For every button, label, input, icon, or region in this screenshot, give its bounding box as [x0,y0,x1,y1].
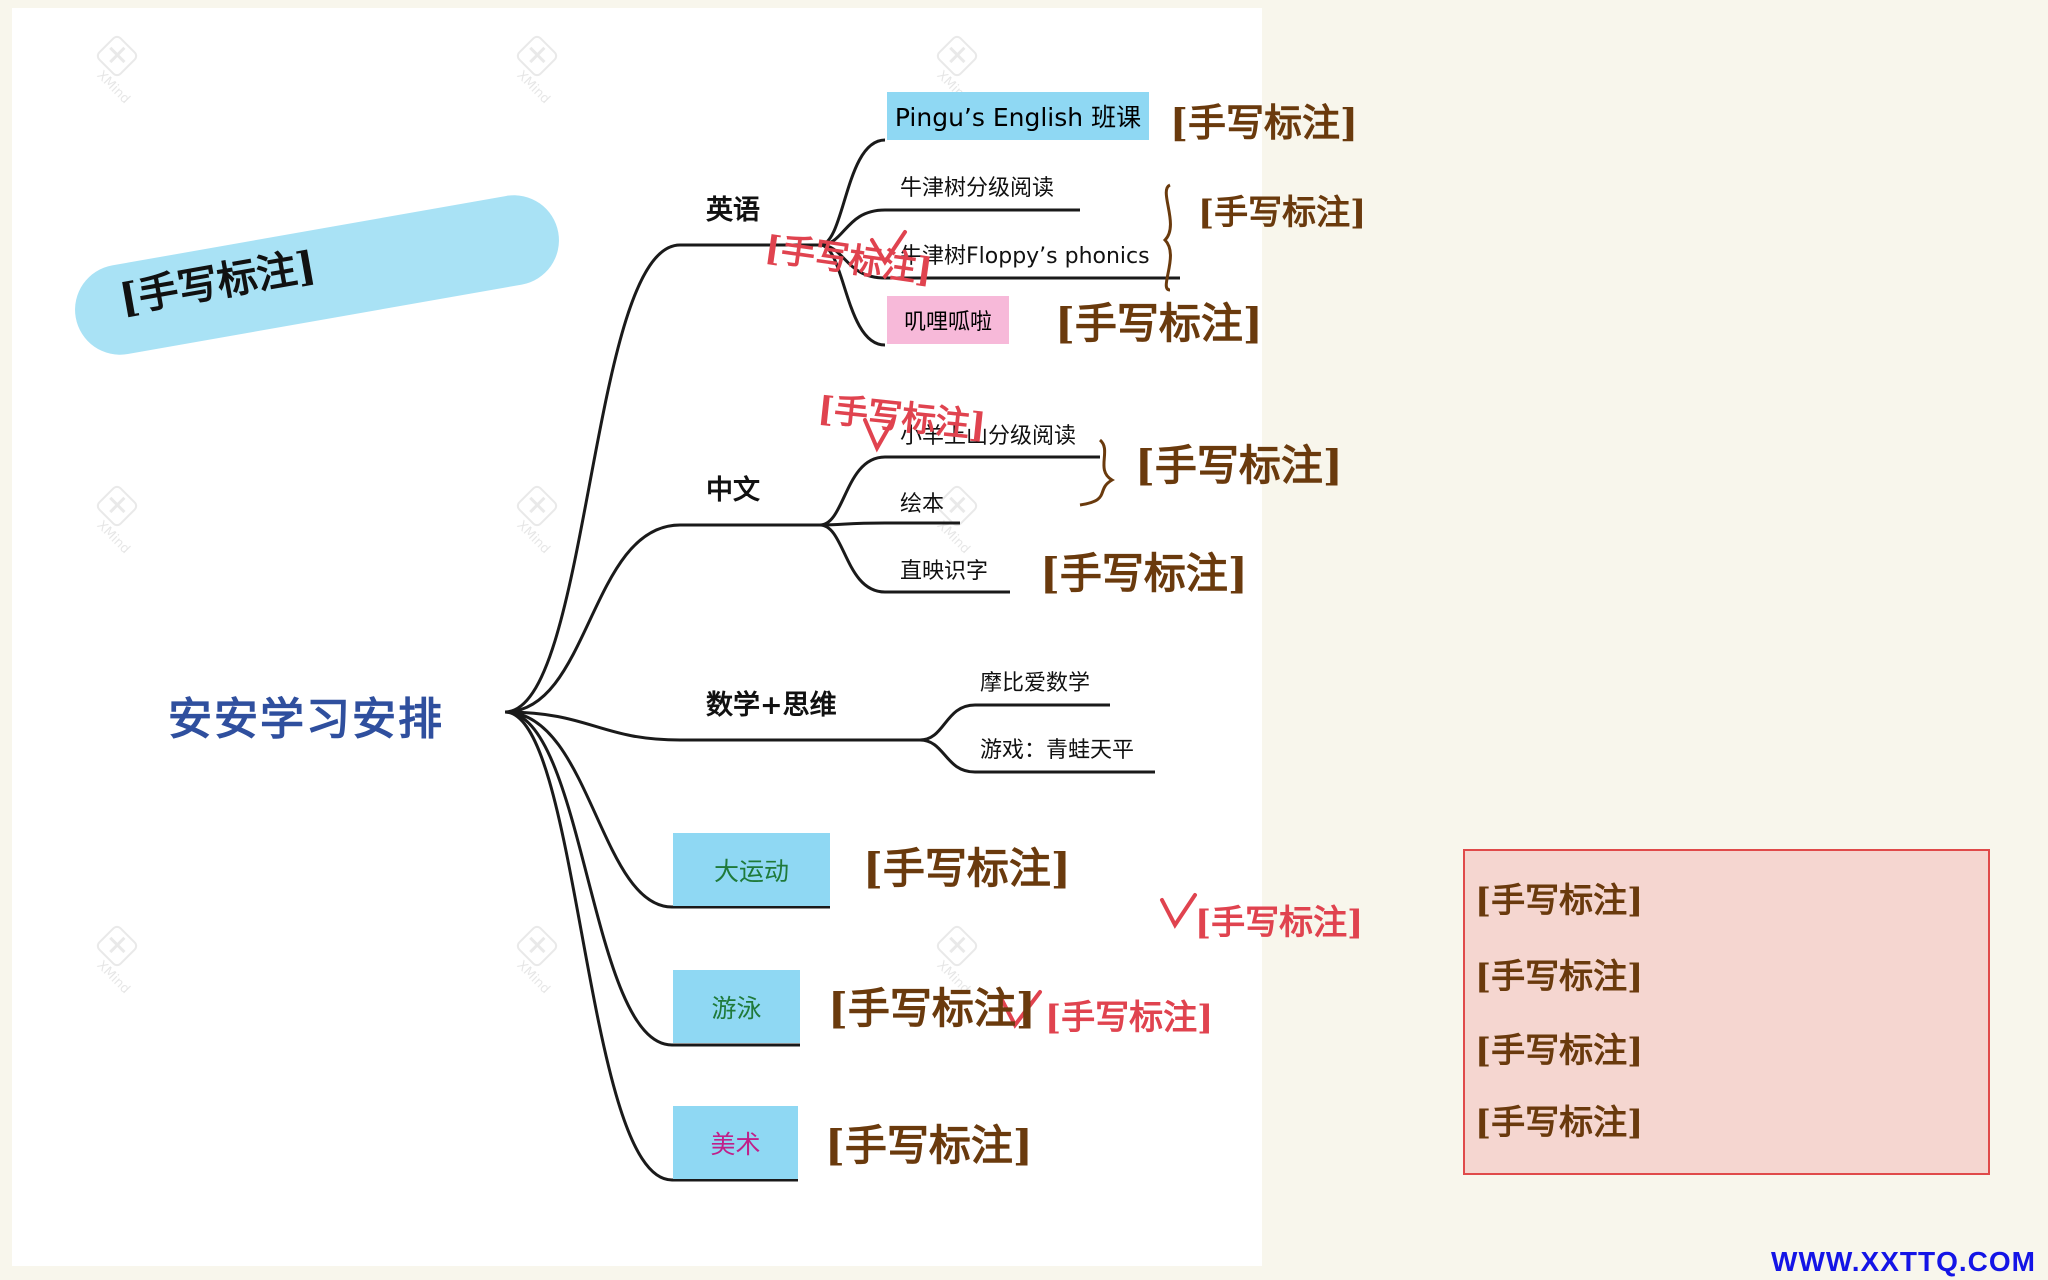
connector-math [504,710,920,742]
summary-art: [手写标注] [1475,1103,1644,1143]
summary-english: [手写标注] [1475,881,1644,921]
branch-english: 英语 [706,195,760,226]
connector-zhiying [819,523,1010,594]
leaf-art: 美术 [673,1106,798,1179]
recommend-sport: [手写标注] [1195,903,1364,943]
leaf-huiben: 绘本 [900,492,945,517]
chinese-brace [1079,438,1115,507]
leaf-jili: 叽哩呱啦 [887,296,1009,344]
site-link[interactable]: WWW.XXTTQ.COM [1771,1246,2036,1277]
check-xiaoyang-icon [863,418,895,453]
check-phonics-icon [870,230,907,266]
leaf-sport: 大运动 [673,833,830,906]
leaf-game: 游戏：青蛙天平 [980,738,1135,763]
oxford-note: [手写标注] [1198,193,1367,233]
branch-math: 数学+思维 [706,690,837,721]
connector-english [504,243,820,714]
summary-box: [手写标注] [手写标注] [手写标注] [手写标注] [1463,849,1990,1175]
leaf-xiaoyang: 小羊上山分级阅读 [900,424,1077,449]
branch-chinese: 中文 [706,475,760,506]
connector-pingu [819,138,886,247]
recommend-swim: [手写标注] [1045,998,1214,1038]
leaf-mobi: 摩比爱数学 [980,671,1091,696]
mindmap-board [12,8,1262,1266]
connector-art [504,710,798,1182]
chinese-note: [手写标注] [1135,441,1343,490]
connector-oxford-phonics [819,243,1180,280]
check-swim-icon [1000,990,1042,1029]
art-note: [手写标注] [825,1121,1033,1170]
connector-jili [819,243,886,347]
connector-mobi [919,703,1110,742]
connector-chinese [504,523,820,714]
sport-note: [手写标注] [863,844,1071,893]
connector-game [919,738,1155,774]
jili-note: [手写标注] [1055,299,1263,348]
leaf-swim: 游泳 [673,970,800,1043]
summary-math: [手写标注] [1475,1031,1644,1071]
root-topic: 安安学习安排 [168,694,444,745]
check-sport-icon [1160,893,1197,929]
connector-sport [504,710,830,909]
leaf-oxford-phonics: 牛津树Floppy’s phonics [900,244,1150,269]
connector-swim [504,710,800,1047]
connector-oxford-reading [819,208,1080,247]
connector-huiben [819,521,960,527]
pingu-note: [手写标注] [1170,100,1358,145]
leaf-zhiying: 直映识字 [900,559,989,584]
leaf-pingu: Pingu’s English 班课 [887,92,1149,140]
oxford-brace [1162,183,1172,292]
summary-chinese: [手写标注] [1475,957,1644,997]
leaf-oxford-reading: 牛津树分级阅读 [900,176,1055,201]
swim-note: [手写标注] [828,984,1036,1033]
connector-xiaoyang [819,455,1100,527]
zhiying-note: [手写标注] [1040,549,1248,598]
